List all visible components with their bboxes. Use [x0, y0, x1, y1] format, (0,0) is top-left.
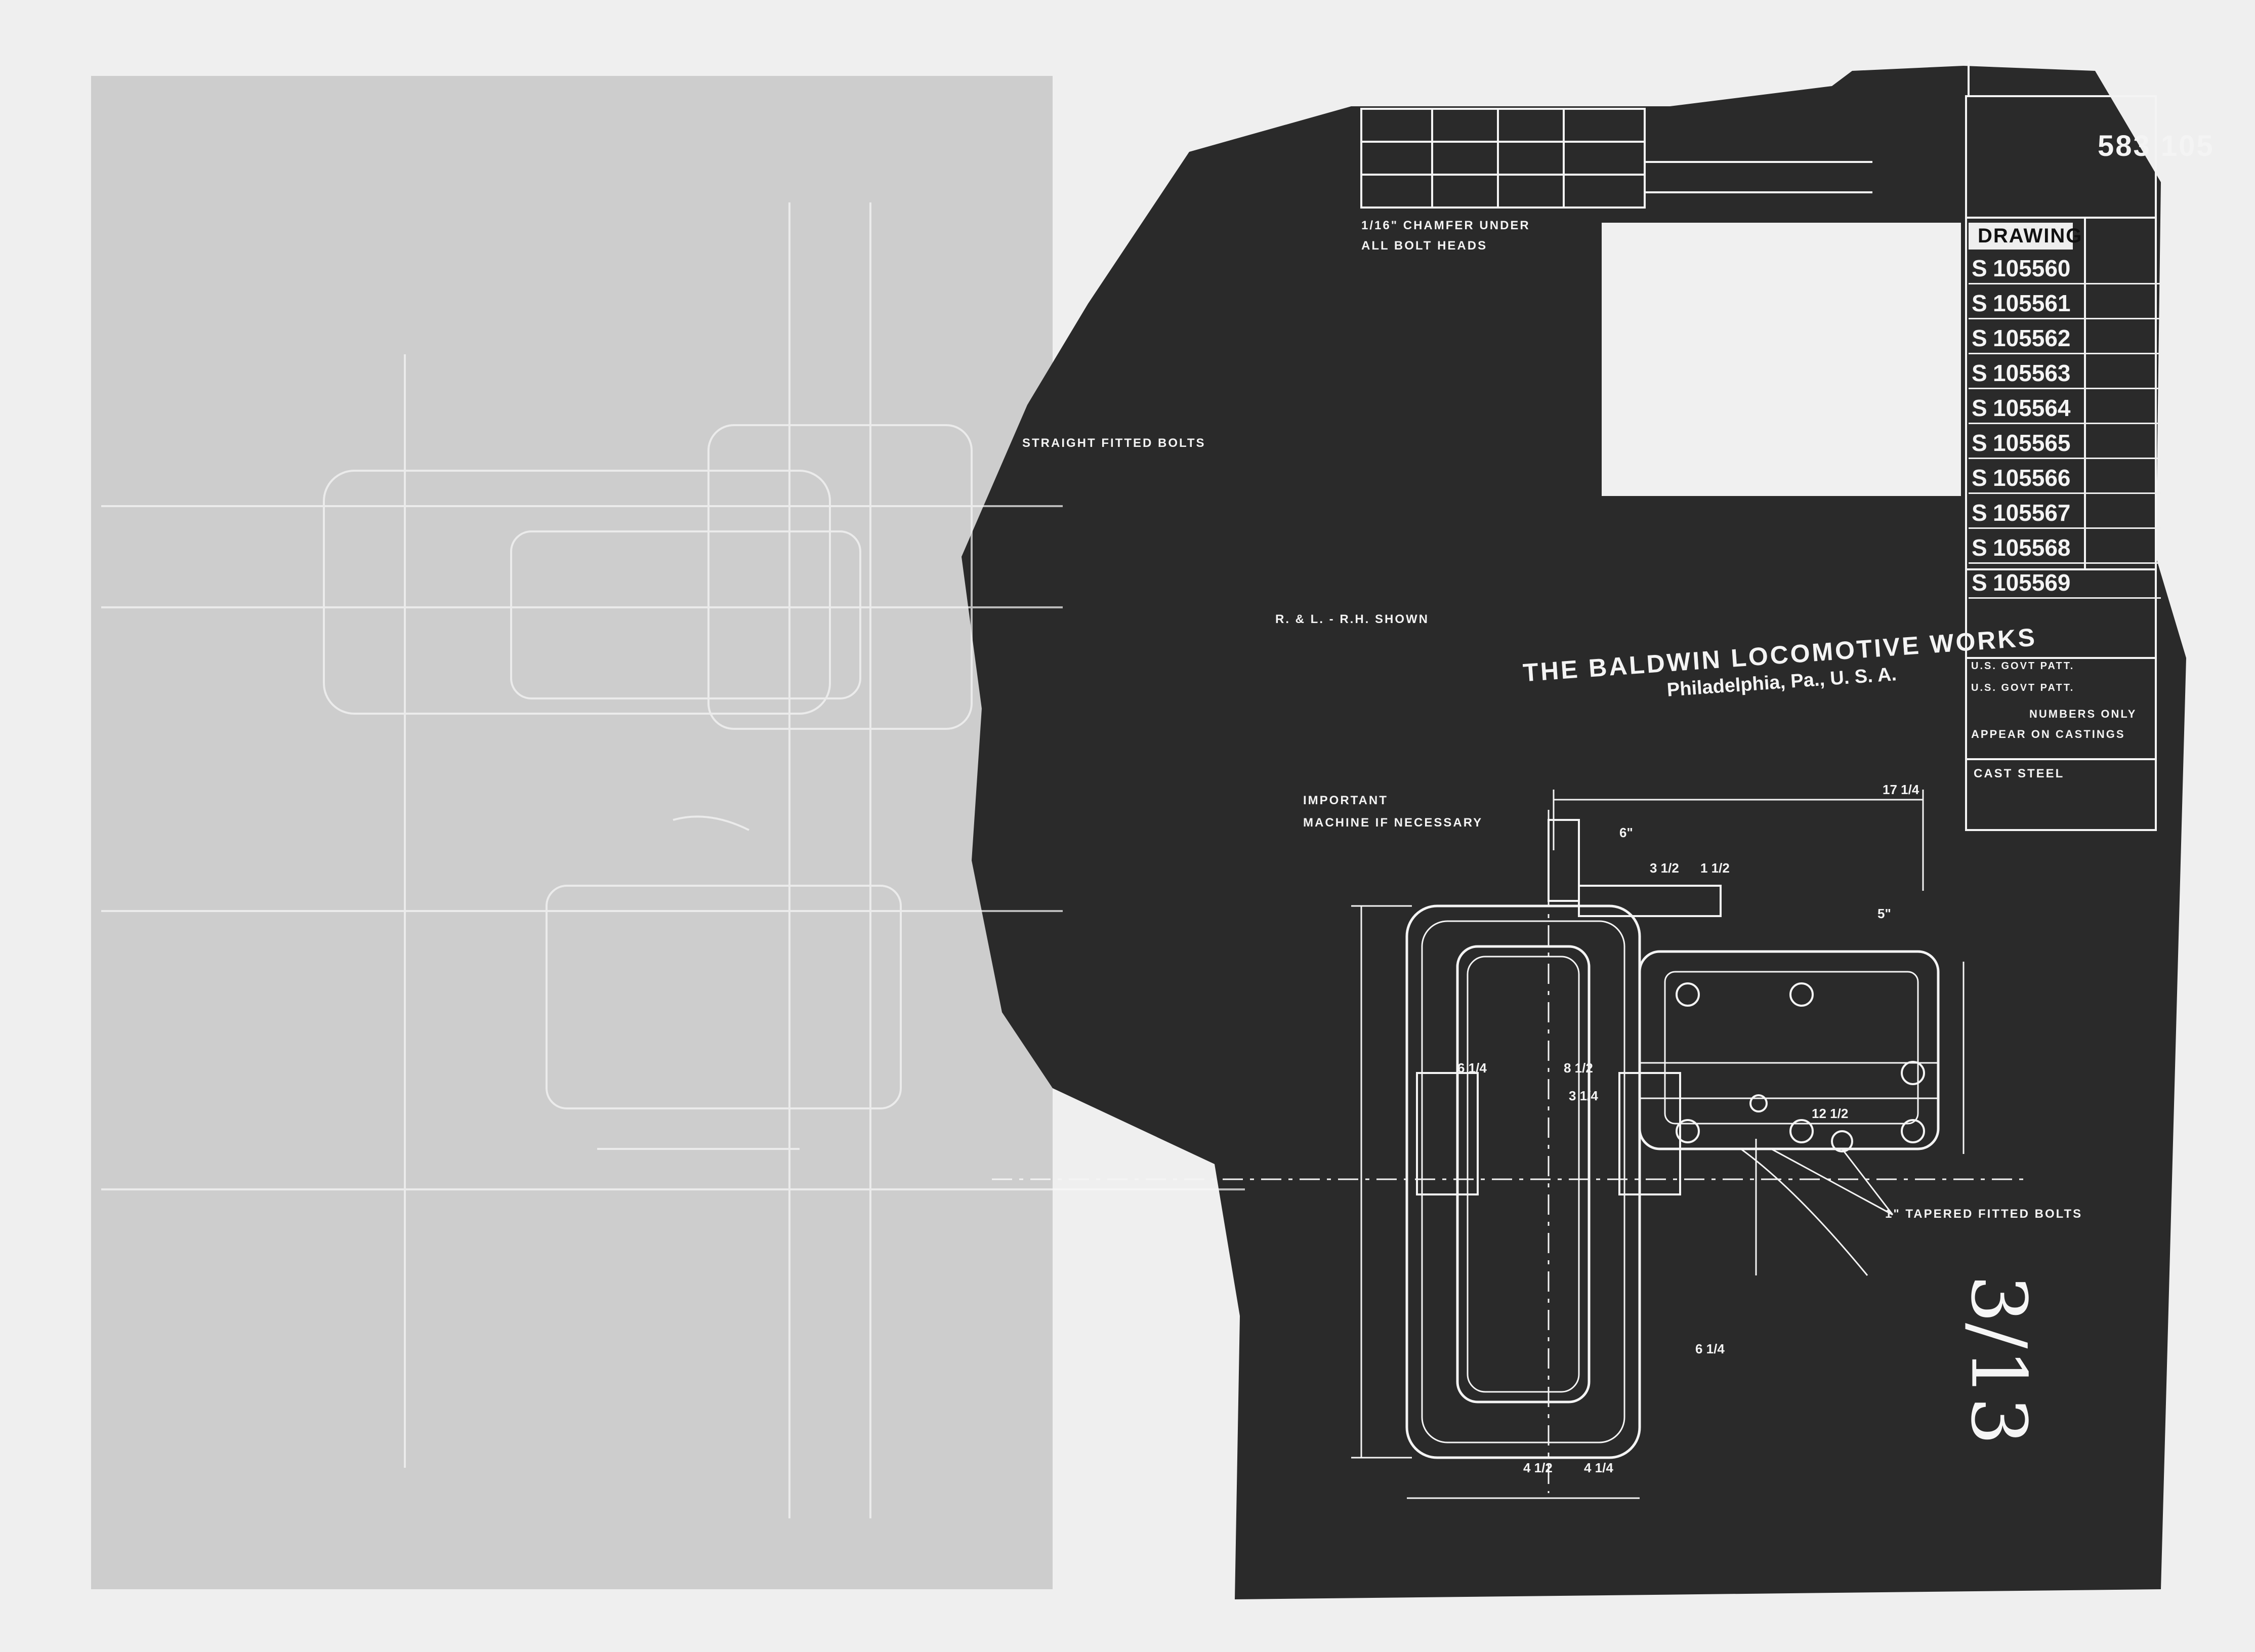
straight-fitted-bolts-note: STRAIGHT FITTED BOLTS: [1022, 436, 1206, 450]
govt-pattern-note-1: U.S. GOVT PATT.: [1971, 660, 2075, 672]
important-note-line-1: IMPORTANT: [1303, 794, 1388, 807]
dimension-label: 4 1/2: [1523, 1460, 1553, 1475]
numbers-note-line-2: APPEAR ON CASTINGS: [1971, 728, 2125, 740]
important-note-line-2: MACHINE IF NECESSARY: [1303, 816, 1483, 830]
dimension-label: 8 1/2: [1564, 1060, 1593, 1076]
drawing-number: 105565: [1993, 430, 2071, 456]
drawing-number: 105569: [1993, 569, 2071, 596]
chamfer-note-line-1: 1/16" CHAMFER UNDER: [1361, 219, 1530, 232]
drawing-number: 105562: [1993, 325, 2071, 351]
drawing-number: 105567: [1993, 500, 2071, 526]
drawing-number: 105564: [1993, 395, 2071, 421]
hand-note: R. & L. - R.H. SHOWN: [1275, 612, 1429, 626]
dimension-label: 4 1/4: [1584, 1460, 1613, 1475]
numbers-note-line-1: NUMBERS ONLY: [2029, 708, 2137, 720]
dimension-label: 1 1/2: [1700, 860, 1730, 876]
material-note: CAST STEEL: [1974, 767, 2065, 780]
dimension-label: 6 1/4: [1695, 1341, 1725, 1356]
drawing-number: 105560: [1993, 255, 2071, 281]
drawing-number: 105568: [1993, 534, 2071, 561]
dimension-label: 3 1/2: [1650, 860, 1679, 876]
dimension-label: 17 1/4: [1883, 782, 1919, 797]
drawing-header: DRAWING: [1969, 223, 2081, 250]
drawing-number: 105561: [1993, 290, 2071, 316]
chamfer-note-line-2: ALL BOLT HEADS: [1361, 239, 1488, 253]
govt-pattern-note-2: U.S. GOVT PATT.: [1971, 682, 2075, 693]
tapered-fitted-bolts-note: 1" TAPERED FITTED BOLTS: [1885, 1207, 2083, 1221]
dimension-label: 3 1/4: [1569, 1088, 1598, 1103]
dimension-label: 5": [1877, 906, 1891, 921]
drawing-number: 105563: [1993, 360, 2071, 386]
drawing-number: 105566: [1993, 465, 2071, 491]
dimension-label: 6 1/4: [1457, 1060, 1487, 1076]
dimension-label: 12 1/2: [1812, 1106, 1849, 1121]
dimension-label: 6": [1619, 825, 1633, 840]
sheet-number: 583 105: [2098, 130, 2215, 162]
faded-drawing-region: [91, 76, 1053, 1589]
handwritten-mark: 3/13: [1954, 1274, 2042, 1446]
